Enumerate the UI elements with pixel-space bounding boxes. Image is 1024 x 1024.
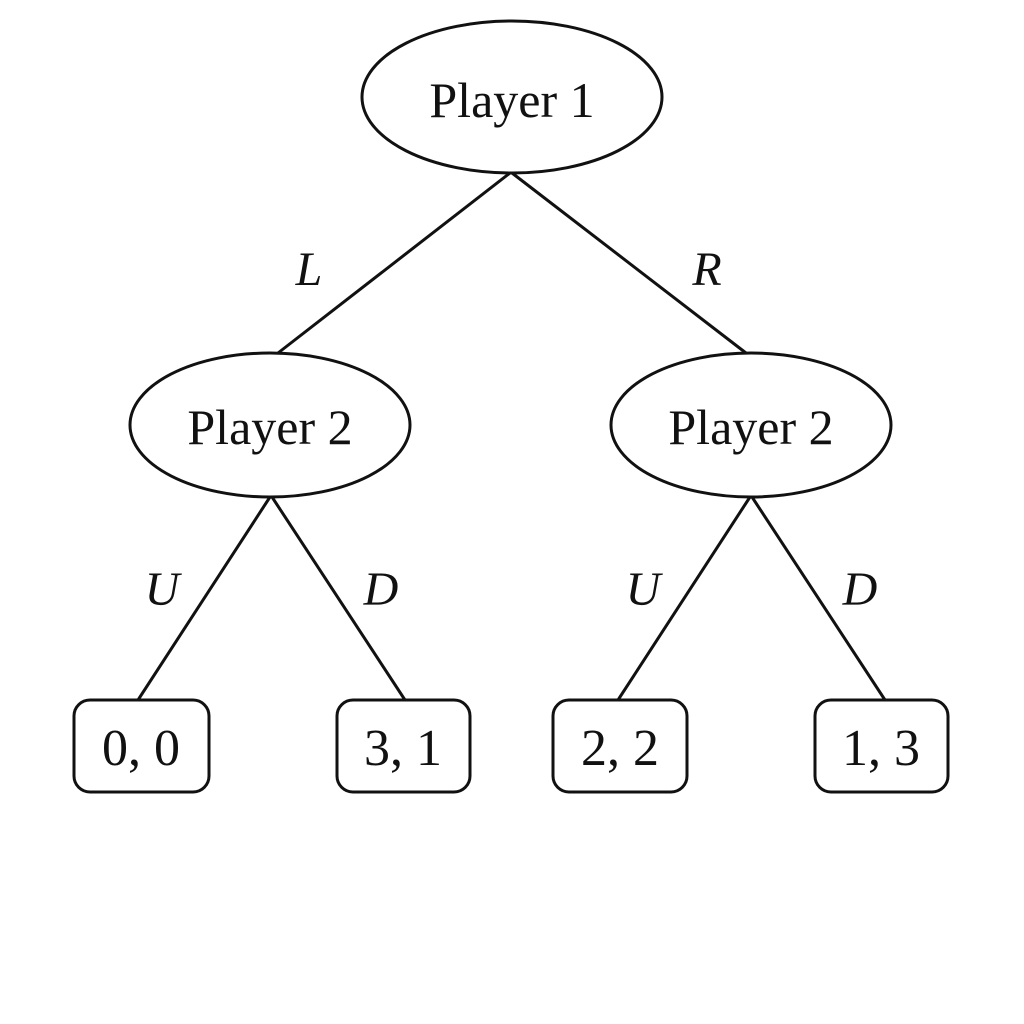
payoff-label-ld: 3, 1 (364, 720, 442, 777)
payoff-box-ld (335, 698, 472, 794)
left-player2-node: Player 2 (128, 351, 412, 499)
left-player2-node-label: Player 2 (187, 399, 352, 455)
root-node: Player 1 (360, 19, 664, 175)
left-player2-node-ellipse (128, 351, 412, 499)
edge-label-left-u: U (145, 563, 183, 616)
edge-root-left (277, 171, 511, 355)
root-node-ellipse (360, 19, 664, 175)
edge-right-down (750, 496, 887, 701)
edge-label-r: R (691, 243, 721, 296)
edge-label-l: L (295, 243, 323, 296)
edge-label-right-d: D (842, 563, 878, 616)
payoff-leaf-ru: 2, 2 (551, 698, 689, 794)
payoff-leaf-lu: 0, 0 (72, 698, 211, 794)
right-player2-node: Player 2 (609, 351, 893, 499)
edge-label-right-u: U (626, 563, 664, 616)
payoff-label-rd: 1, 3 (842, 720, 920, 777)
edge-right-up (616, 496, 752, 701)
payoff-box-lu (72, 698, 211, 794)
payoff-label-ru: 2, 2 (581, 720, 659, 777)
payoff-label-lu: 0, 0 (102, 720, 180, 777)
payoff-box-rd (813, 698, 950, 794)
right-player2-node-label: Player 2 (668, 399, 833, 455)
payoff-leaf-rd: 1, 3 (813, 698, 950, 794)
edge-left-up (136, 496, 272, 701)
payoff-leaf-ld: 3, 1 (335, 698, 472, 794)
payoff-box-ru (551, 698, 689, 794)
edge-left-down (270, 496, 407, 701)
root-node-label: Player 1 (429, 72, 594, 128)
right-player2-node-ellipse (609, 351, 893, 499)
edge-root-right (511, 171, 747, 355)
edge-label-left-d: D (363, 563, 399, 616)
